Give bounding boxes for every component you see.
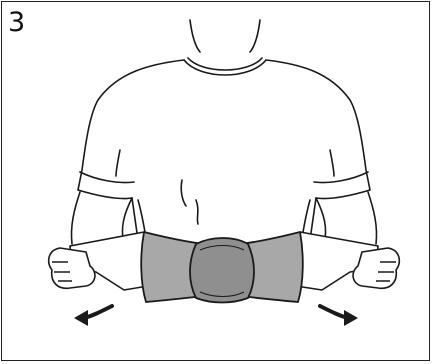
brace-center-panel (190, 238, 254, 303)
curved-arrow-left-icon (74, 306, 112, 326)
neck (190, 20, 260, 52)
left-arm (71, 192, 80, 244)
shirt-collar (184, 60, 266, 75)
right-arm (368, 192, 377, 244)
curved-arrow-right-icon (320, 306, 358, 326)
shirt-body (78, 60, 370, 240)
